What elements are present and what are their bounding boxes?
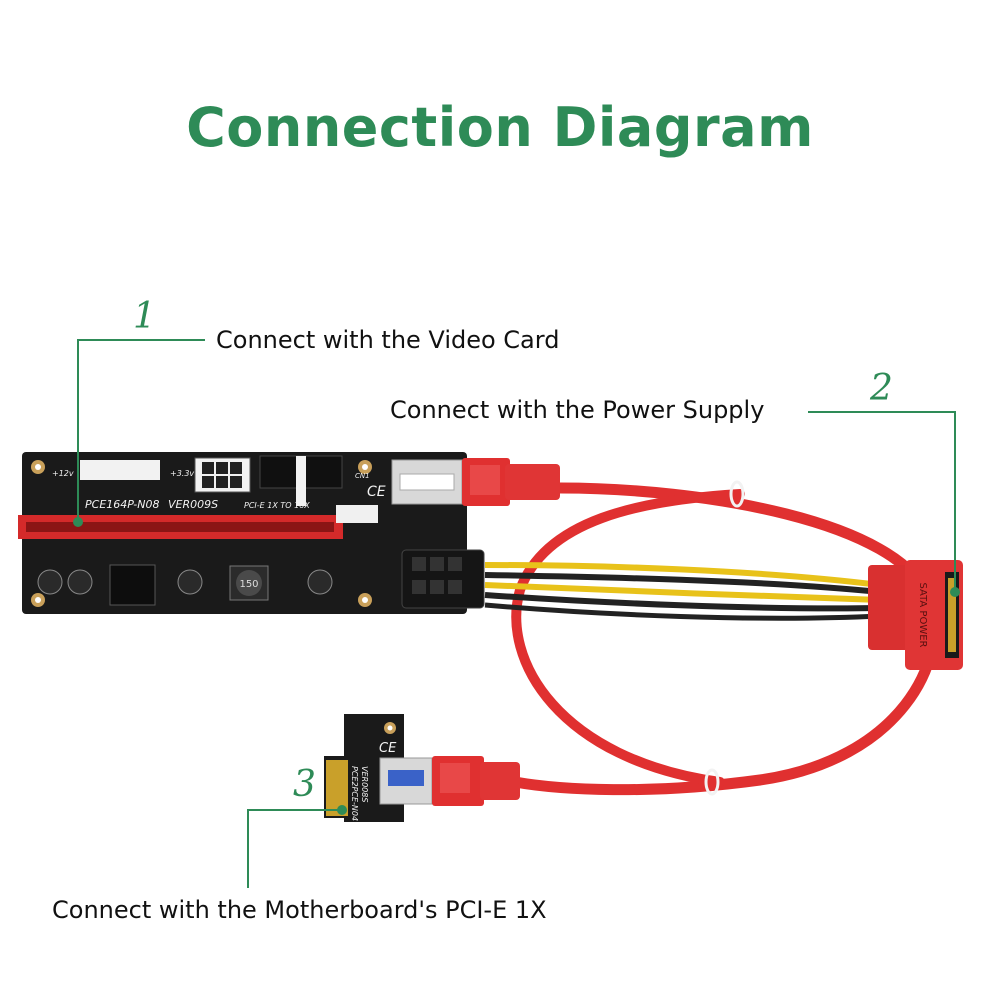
callout-line-2 [808,411,956,592]
main-riser-board: 150 +12v +3.3v PCE164P-N08 VER009S PCI-E… [18,452,485,614]
small-board-model: PCE2PCE-N04 [350,766,359,821]
inductor-label: 150 [239,579,258,590]
callout-dot-1 [73,517,83,527]
sata-power-connector: SATA POWER [868,560,963,670]
callout-line-1 [77,339,205,520]
step-number-3: 3 [293,764,316,805]
step-number-2: 2 [870,368,893,409]
step-number-1: 1 [133,296,156,337]
usb-cable-inner [511,489,745,787]
v12-label: +12v [52,469,74,478]
small-board-version: VER008S [360,766,369,802]
usb-plug-main [462,458,560,506]
callout-line-3 [247,809,342,888]
cable-tie-top [729,480,745,508]
pcie-x1-adapter: CE PCE2PCE-N04 VER008S [324,714,433,822]
ce-mark-small: CE [379,741,397,756]
page-title: Connection Diagram [186,96,814,159]
step-label-3: Connect with the Motherboard's PCI-E 1X [52,896,547,924]
callout-dot-3 [337,805,347,815]
board-version-label: VER009S [168,498,218,511]
v33-label: +3.3v [170,469,194,478]
ce-mark-main: CE [367,484,386,500]
usb-plug-small [432,756,520,806]
step-label-1: Connect with the Video Card [216,326,560,354]
step-label-2: Connect with the Power Supply [390,396,765,424]
callout-dot-2 [950,587,960,597]
usb-cable-outer [509,482,940,796]
power-wires [484,562,881,621]
sata-label: SATA POWER [917,582,928,647]
callout-lines [77,339,956,888]
board-spec-label: PCI-E 1X TO 16X [244,501,310,510]
board-model-label: PCE164P-N08 [85,498,160,511]
cable-tie-bottom [704,768,720,796]
cn-label: CN1 [355,472,370,480]
